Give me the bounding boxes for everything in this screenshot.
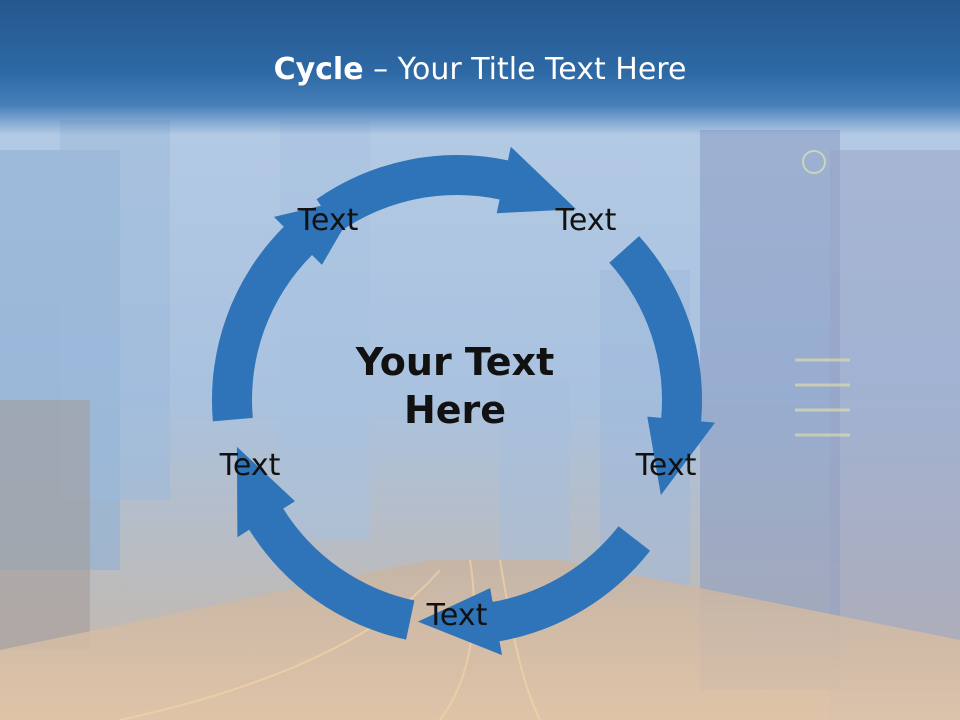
node-label-3[interactable]: Text (635, 448, 697, 483)
node-label-4[interactable]: Text (426, 598, 488, 633)
cycle-arrow-2[interactable] (609, 236, 715, 496)
cycle-arrow-1[interactable] (316, 146, 577, 233)
center-text[interactable]: Your Text Here (330, 338, 580, 434)
node-label-1[interactable]: Text (297, 203, 359, 238)
cycle-arrow-4[interactable] (236, 446, 415, 640)
title-bar (0, 0, 960, 135)
building-left-3 (0, 400, 90, 650)
cycle-arrow-5[interactable] (211, 196, 362, 422)
center-text-line-2: Here (403, 388, 507, 432)
node-label-5[interactable]: Text (219, 448, 281, 483)
title-bold: Cycle (273, 52, 364, 87)
node-label-2[interactable]: Text (555, 203, 617, 238)
slide-title[interactable]: Cycle – Your Title Text Here (0, 52, 960, 87)
title-rest: – Your Title Text Here (363, 52, 687, 87)
cycle-arrow-3[interactable] (417, 526, 651, 656)
center-text-line-1: Your Text (355, 340, 555, 384)
